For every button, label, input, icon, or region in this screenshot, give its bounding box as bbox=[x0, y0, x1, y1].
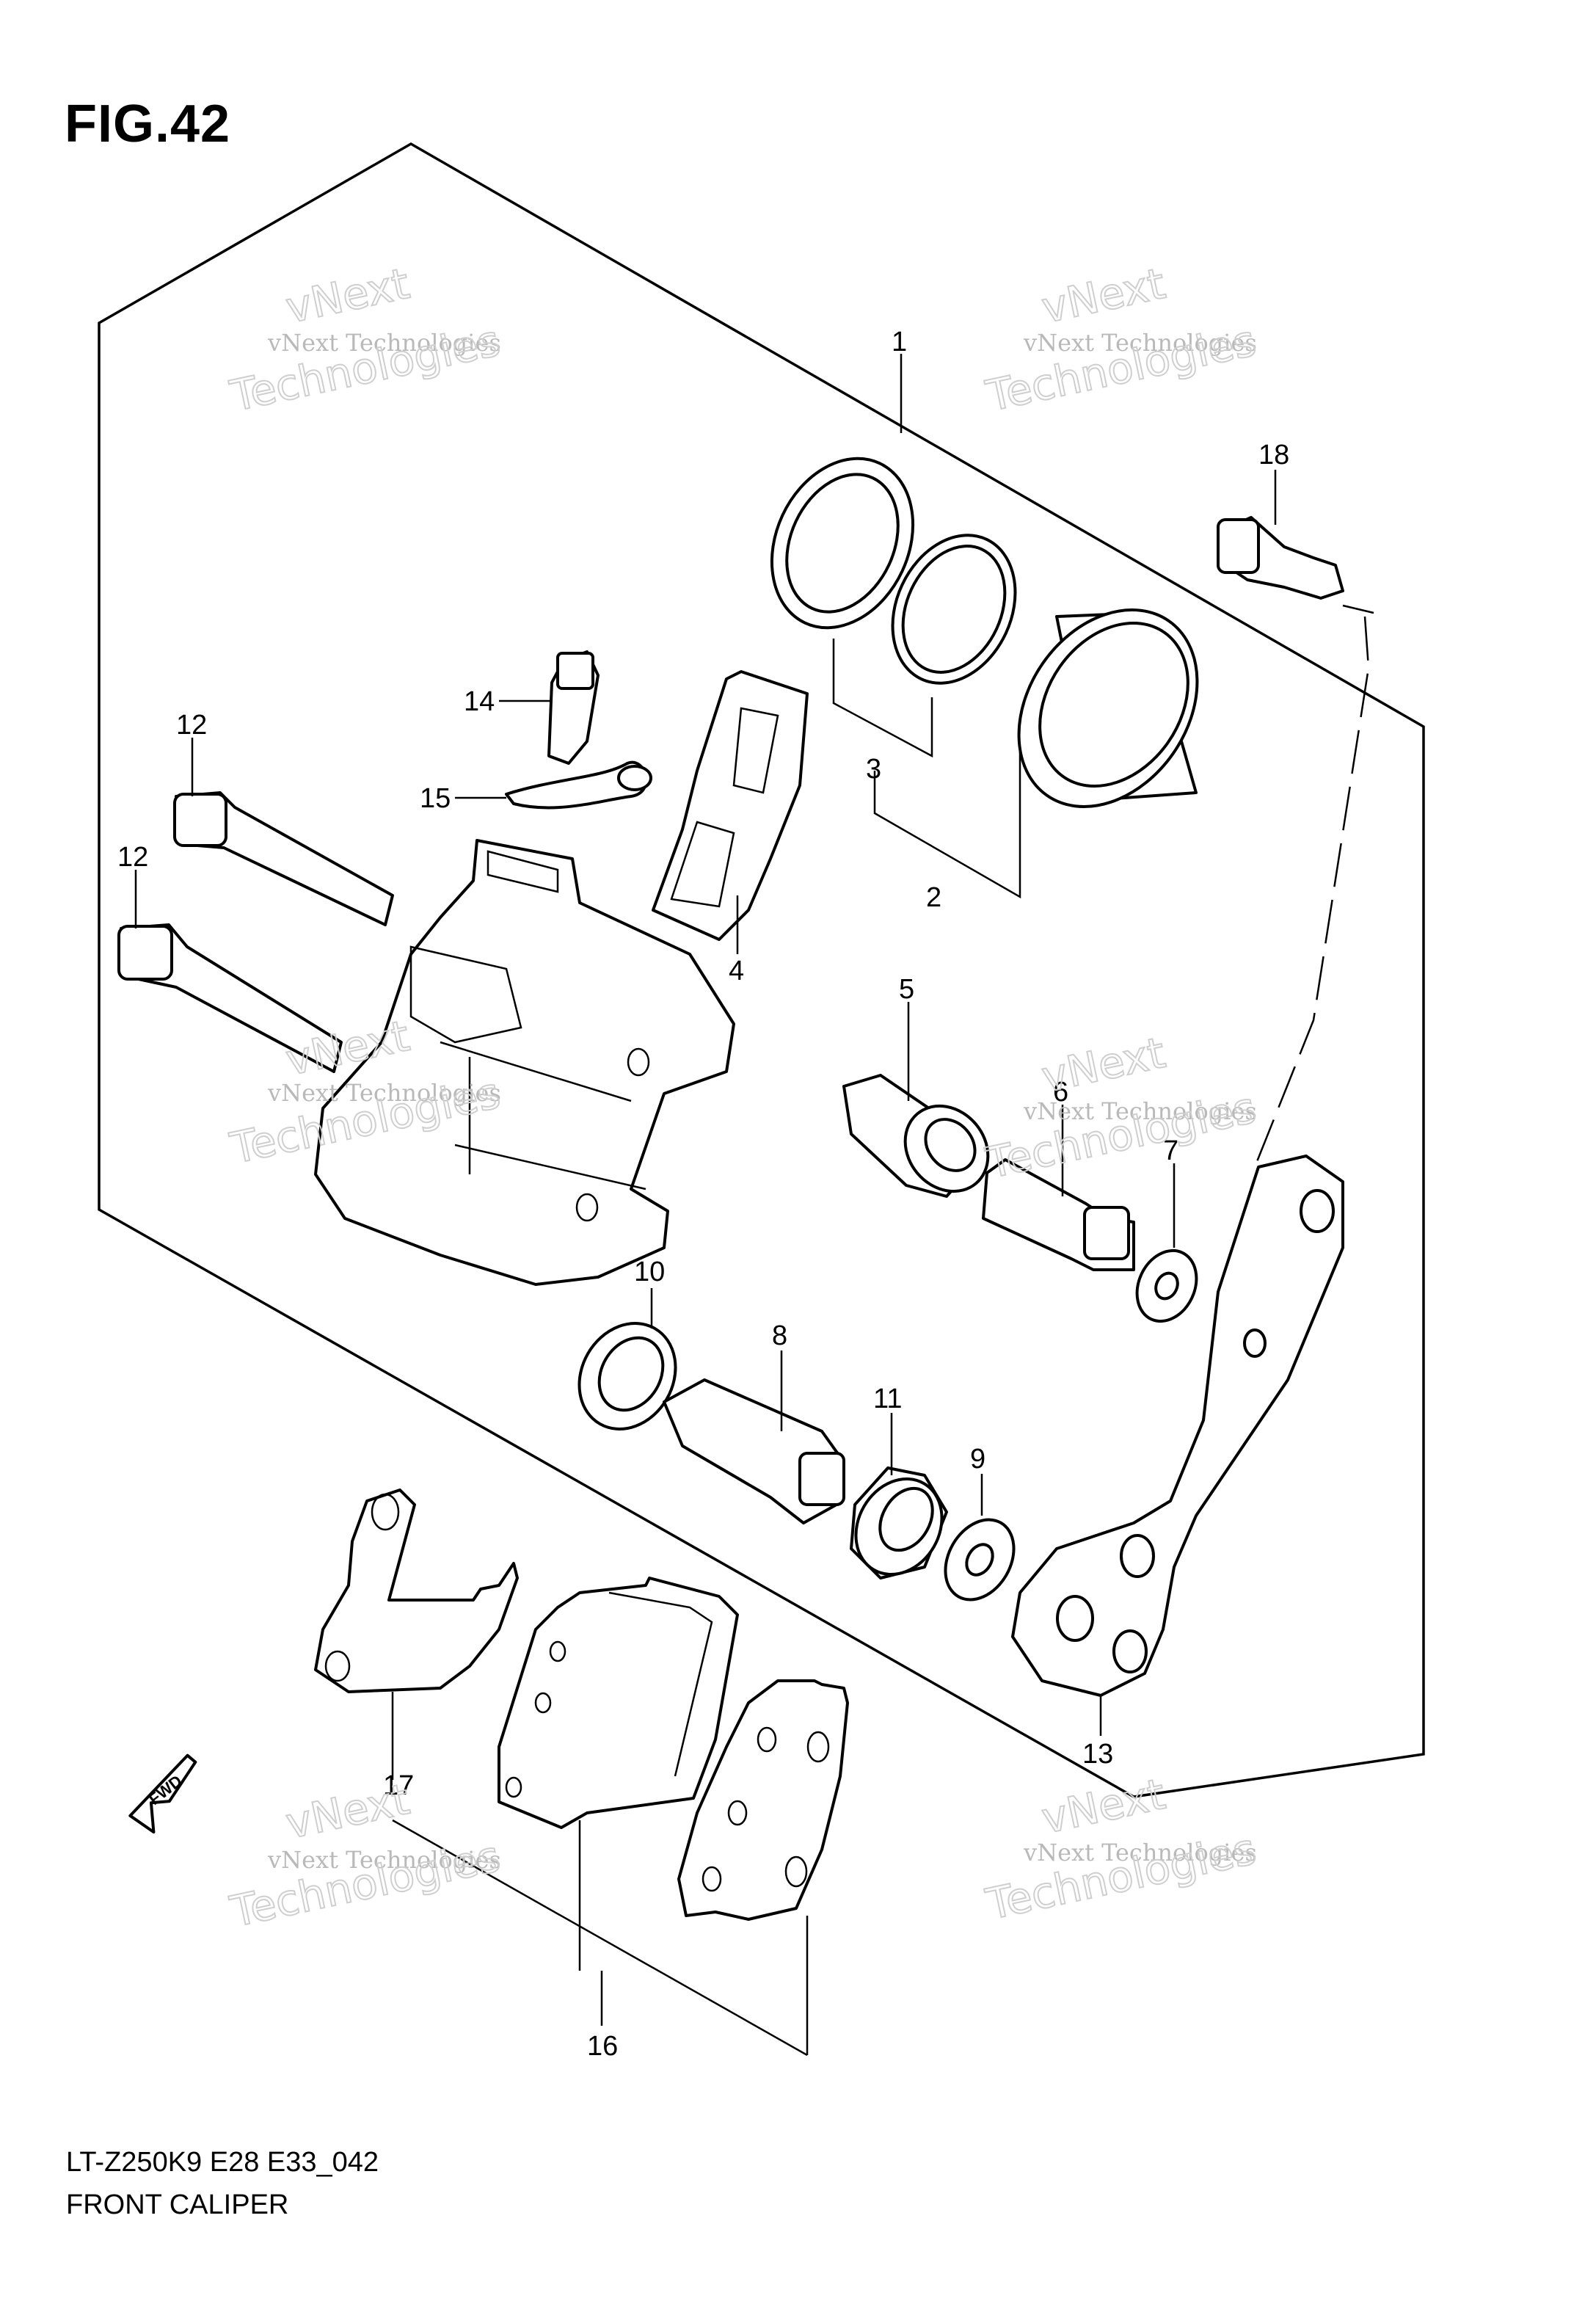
callout-4: 4 bbox=[729, 956, 744, 986]
watermark-top-right: vNext Technologies vNext Technologies bbox=[981, 258, 1261, 422]
bleeder-clip bbox=[505, 760, 652, 810]
callout-16: 16 bbox=[587, 2031, 618, 2062]
callout-12-lower: 12 bbox=[117, 842, 148, 873]
svg-text:vNext Technologies: vNext Technologies bbox=[267, 329, 501, 357]
svg-text:vNext Technologies: vNext Technologies bbox=[1023, 1839, 1257, 1866]
callout-1: 1 bbox=[892, 327, 907, 357]
pin-boot-left bbox=[577, 1322, 677, 1431]
watermark-mid-right: vNext Technologies vNext Technologies bbox=[981, 1027, 1261, 1189]
piston-seal-outer bbox=[770, 457, 915, 630]
callout-5: 5 bbox=[899, 974, 914, 1005]
callout-8: 8 bbox=[772, 1320, 787, 1351]
callout-13: 13 bbox=[1082, 1739, 1113, 1770]
svg-text:vNext: vNext bbox=[282, 1774, 414, 1849]
caliper-pin bbox=[663, 1378, 845, 1524]
bleeder-screw bbox=[547, 650, 600, 765]
svg-text:vNext: vNext bbox=[1038, 1769, 1170, 1844]
callout-10: 10 bbox=[634, 1257, 665, 1287]
watermark-top-left: vNext Technologies vNext Technologies bbox=[225, 258, 506, 422]
callout-12-upper: 12 bbox=[176, 710, 207, 741]
guide-pin-boot bbox=[842, 1074, 990, 1198]
callout-7: 7 bbox=[1163, 1135, 1178, 1166]
washer-lower bbox=[944, 1518, 1016, 1602]
figure-title: FIG.42 bbox=[65, 95, 231, 153]
svg-text:vNext: vNext bbox=[1038, 258, 1170, 333]
callout-3: 3 bbox=[866, 754, 881, 785]
caliper-body bbox=[314, 839, 735, 1286]
svg-text:vNext: vNext bbox=[282, 258, 414, 333]
diagram-code: LT-Z250K9 E28 E33_042 bbox=[66, 2147, 379, 2178]
pad-shim bbox=[314, 1488, 519, 1693]
callout-9: 9 bbox=[970, 1444, 985, 1475]
piston-seal-inner bbox=[891, 534, 1017, 685]
piston bbox=[1017, 608, 1199, 808]
diagram-name: FRONT CALIPER bbox=[66, 2189, 289, 2220]
pad-spring bbox=[652, 670, 809, 941]
watermark-bottom-left: vNext Technologies vNext Technologies bbox=[225, 1773, 506, 1938]
svg-text:vNext Technologies: vNext Technologies bbox=[267, 1079, 501, 1107]
brake-pad-outer bbox=[677, 1679, 849, 1921]
callout-17: 17 bbox=[383, 1770, 414, 1801]
callout-2: 2 bbox=[926, 882, 941, 913]
guide-pin bbox=[982, 1158, 1135, 1271]
svg-text:vNext Technologies: vNext Technologies bbox=[1023, 329, 1257, 357]
svg-text:vNext Technologies: vNext Technologies bbox=[267, 1846, 501, 1874]
callout-11: 11 bbox=[873, 1384, 902, 1414]
callout-15: 15 bbox=[420, 783, 451, 814]
callout-18: 18 bbox=[1258, 440, 1289, 470]
watermark-bottom-right: vNext Technologies vNext Technologies bbox=[981, 1768, 1261, 1930]
washer-upper bbox=[1135, 1248, 1198, 1323]
slide-pin-upper bbox=[173, 791, 394, 926]
callout-14: 14 bbox=[464, 686, 495, 717]
slide-pin-lower bbox=[117, 923, 343, 1073]
fwd-arrow-icon: FWD bbox=[128, 1753, 197, 1834]
brake-pad-inner bbox=[498, 1577, 739, 1829]
callout-6: 6 bbox=[1053, 1077, 1068, 1108]
svg-text:vNext: vNext bbox=[1038, 1028, 1170, 1102]
bracket-bolt bbox=[1217, 516, 1344, 600]
assembly-boundary bbox=[98, 142, 1425, 1798]
svg-text:vNext Technologies: vNext Technologies bbox=[1023, 1097, 1257, 1125]
pin-boot-right bbox=[850, 1466, 948, 1579]
